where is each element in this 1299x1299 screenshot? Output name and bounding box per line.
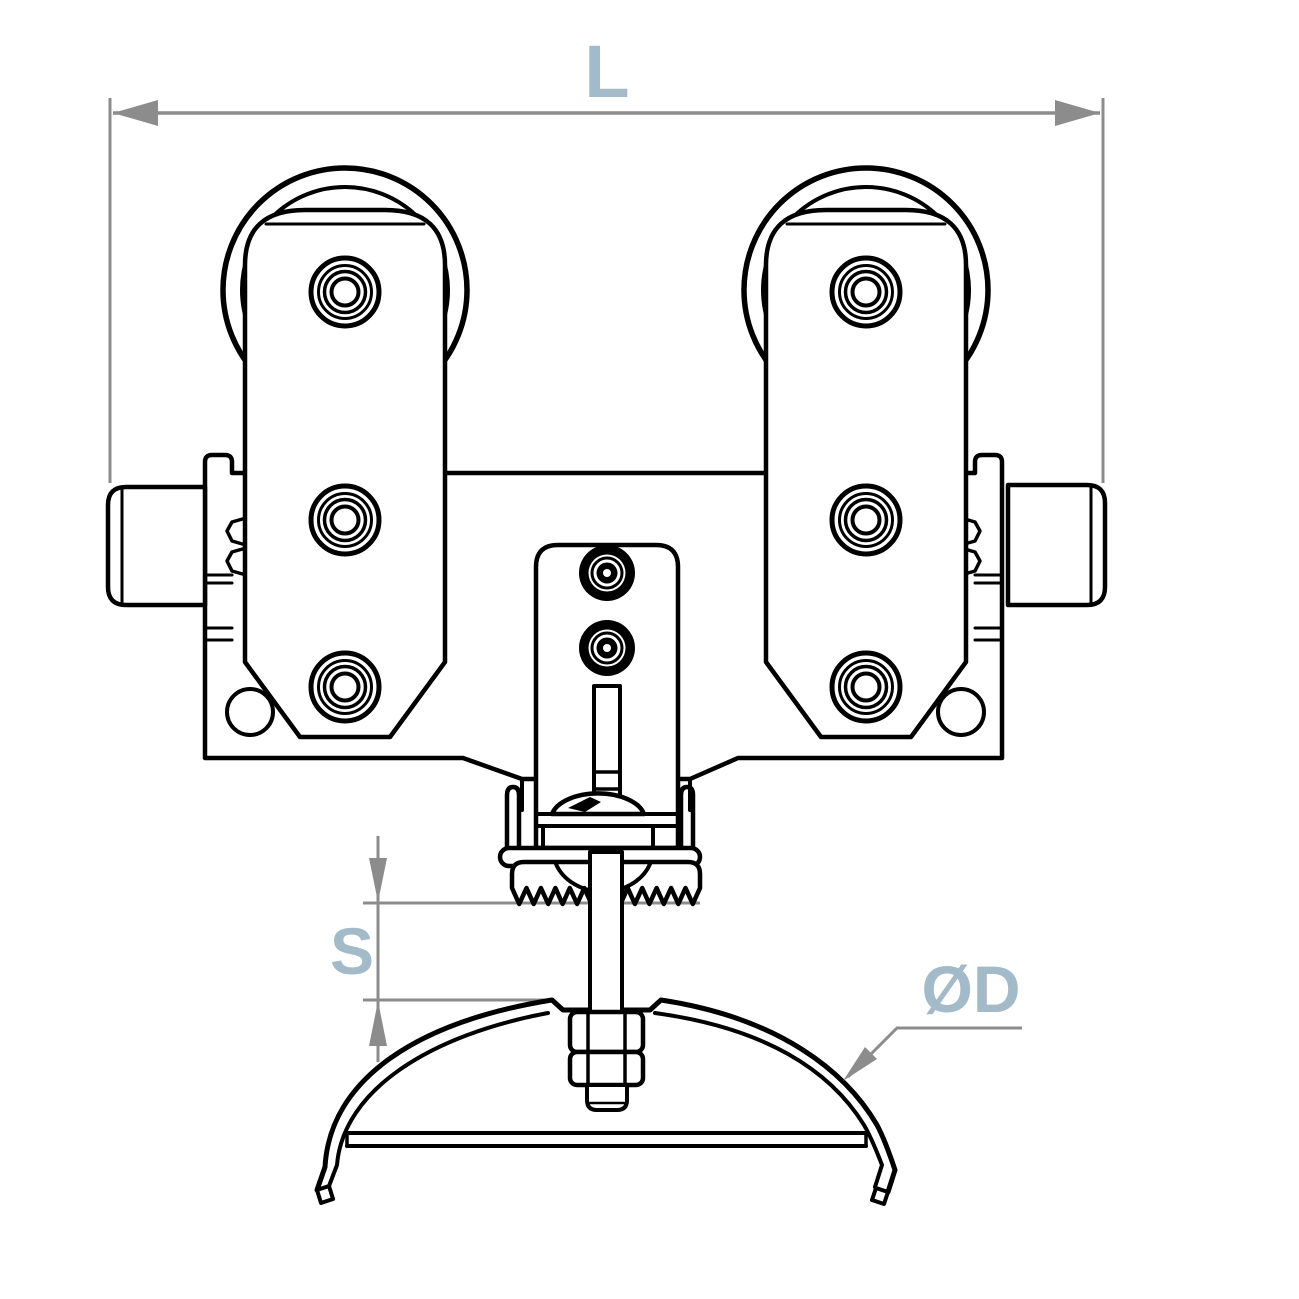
bolt-icon bbox=[829, 650, 903, 724]
side-plate-left bbox=[242, 207, 448, 740]
dimension-adjustment bbox=[369, 836, 387, 1062]
rod-end-stub bbox=[585, 1083, 629, 1112]
leader-arrowhead-icon bbox=[843, 1047, 877, 1081]
clip-hex-left bbox=[225, 516, 248, 577]
clip-hex-right bbox=[959, 516, 982, 577]
arrowhead-right-icon bbox=[1055, 100, 1100, 126]
axle-left bbox=[105, 484, 208, 608]
clip-ticks bbox=[203, 573, 1004, 642]
dimension-label-adjustment: S bbox=[330, 914, 374, 988]
arrowhead-left-icon bbox=[113, 100, 158, 126]
hex-nut-lower bbox=[567, 1049, 646, 1088]
saddle-inner-curve bbox=[327, 1011, 884, 1189]
frame-ear-left bbox=[225, 687, 275, 737]
axle-right bbox=[1005, 482, 1108, 608]
dimension-length bbox=[108, 98, 1105, 483]
bolt-icon bbox=[308, 255, 382, 329]
pipe-saddle bbox=[314, 997, 898, 1206]
trolley-frame bbox=[202, 452, 1005, 812]
side-plate-right bbox=[763, 207, 969, 740]
ink-mark bbox=[568, 797, 601, 812]
hex-nut-upper bbox=[567, 1009, 646, 1055]
arrowhead-up-icon bbox=[369, 1001, 387, 1046]
saddle-foot-right bbox=[870, 1186, 890, 1206]
rivet-icon bbox=[579, 620, 635, 676]
saddle-outer-curve bbox=[314, 997, 898, 1195]
dimension-label-length: L bbox=[584, 30, 629, 113]
frame-ear-right bbox=[936, 687, 986, 737]
dimension-adjustment-refs bbox=[363, 901, 700, 1002]
bolt-icon bbox=[829, 483, 903, 557]
arrowhead-down-icon bbox=[369, 858, 387, 902]
saddle-foot-left bbox=[315, 1184, 335, 1205]
bolt-icon bbox=[308, 650, 382, 724]
dimension-label-diameter: ØD bbox=[922, 952, 1021, 1026]
threaded-rod bbox=[588, 850, 624, 1014]
bolt-icon bbox=[829, 255, 903, 329]
dimension-diameter-leader bbox=[843, 1026, 1022, 1081]
bolt-icon bbox=[308, 483, 382, 557]
rivet-icon bbox=[579, 545, 635, 601]
plate-bolts bbox=[308, 255, 903, 724]
